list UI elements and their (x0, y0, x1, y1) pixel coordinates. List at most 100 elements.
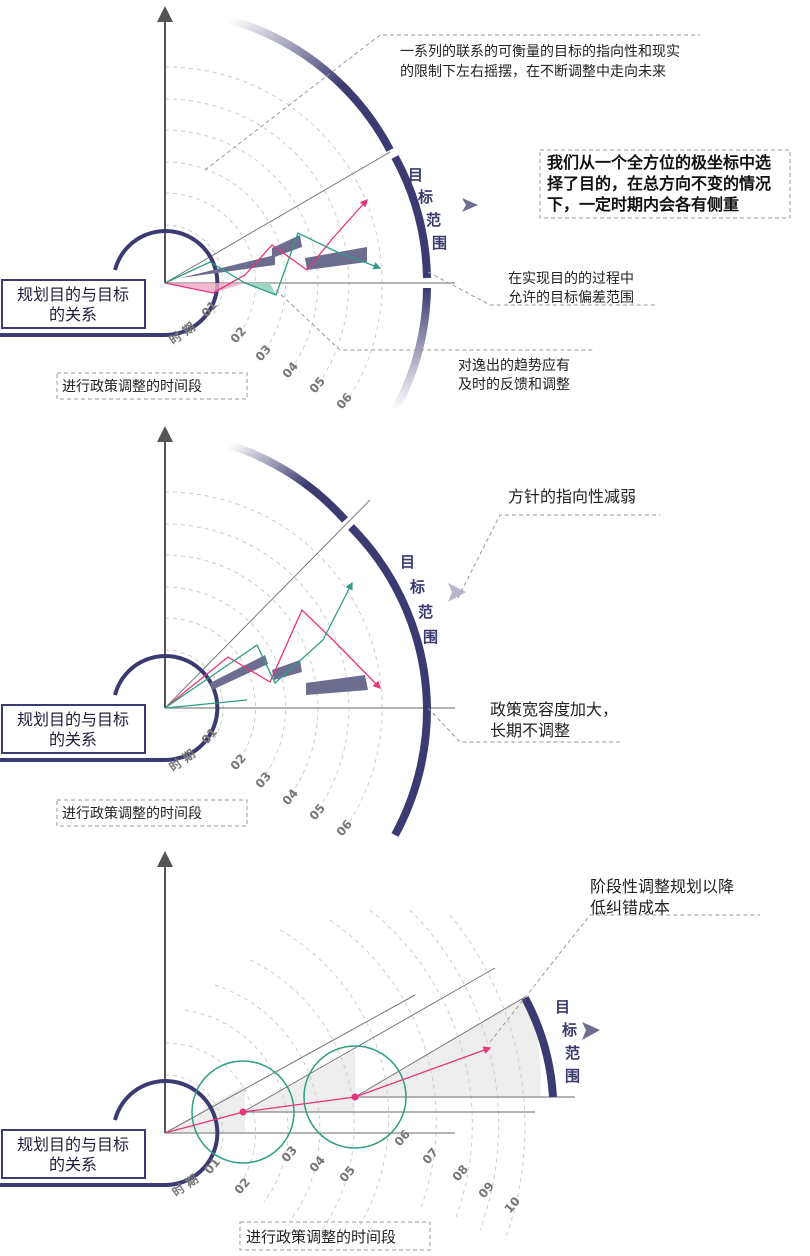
pink-deviation-area (165, 283, 245, 293)
svg-text:范: 范 (426, 211, 441, 229)
adjustment-point (351, 1093, 359, 1101)
svg-text:标: 标 (409, 578, 425, 596)
relation-box (1, 1129, 146, 1179)
svg-text:06: 06 (334, 817, 355, 839)
svg-text:08: 08 (450, 1162, 471, 1184)
origin-semicircle (0, 229, 220, 338)
period-label: 进行政策调整的时间段 (62, 378, 202, 395)
svg-text:01: 01 (202, 1155, 223, 1177)
svg-text:01: 01 (199, 298, 220, 320)
svg-text:02: 02 (228, 751, 249, 773)
target-arc-bottom (391, 287, 431, 412)
target-arc-top (228, 441, 348, 523)
svg-text:03: 03 (253, 342, 274, 364)
upper-bound-line (164, 994, 416, 1134)
period-rings (164, 909, 526, 1241)
note: 低纠错成本 (590, 898, 670, 917)
period-ticks: 01 02 03 04 05 06 (199, 725, 355, 839)
svg-text:标: 标 (561, 1021, 577, 1039)
svg-text:02: 02 (228, 324, 249, 346)
target-arc-top (228, 16, 394, 152)
period-rings (164, 491, 383, 833)
bar-1 (180, 255, 275, 278)
upper-bound-line-2 (242, 967, 496, 1113)
svg-text:目: 目 (555, 998, 570, 1016)
note: 长期不调整 (490, 721, 570, 740)
direction-arrow-icon (448, 583, 466, 602)
relation-label: 的关系 (49, 305, 97, 324)
note: 方针的指向性减弱 (508, 487, 636, 506)
adjustment-circle-1 (191, 1060, 295, 1164)
relation-label: 规划目的与目标 (17, 1135, 129, 1154)
svg-text:06: 06 (334, 390, 355, 412)
direction-arrow-icon (462, 198, 478, 212)
svg-text:标: 标 (417, 188, 433, 206)
upper-bound-line (164, 151, 391, 284)
note: 对逸出的趋势应有 (458, 357, 570, 374)
callout-lines (239, 914, 760, 1251)
target-arc (348, 524, 432, 837)
panel-2: 目 标 范 围 规划目的与目标 的关系 时 期 01 02 03 04 05 0… (0, 426, 660, 839)
svg-text:09: 09 (476, 1179, 497, 1201)
bar-1 (210, 655, 268, 690)
relation-label: 的关系 (49, 1155, 97, 1174)
period-label: 进行政策调整的时间段 (246, 1228, 396, 1246)
svg-text:围: 围 (565, 1067, 580, 1085)
svg-text:范: 范 (565, 1044, 580, 1062)
svg-text:范: 范 (418, 603, 433, 621)
svg-text:05: 05 (307, 801, 328, 823)
green-trend-line (164, 581, 353, 709)
upper-bound-line (164, 499, 371, 709)
period-axis-label: 时 期 (166, 319, 198, 347)
note: 在实现目的的过程中 (508, 271, 634, 287)
svg-text:06: 06 (392, 1127, 413, 1149)
note-bold: 我们从一个全方位的极坐标中选 (547, 153, 771, 172)
target-range-label: 目 标 范 围 (408, 166, 447, 252)
origin-semicircle (0, 1079, 220, 1188)
svg-text:04: 04 (307, 1153, 328, 1175)
period-rings (164, 66, 383, 408)
target-range-label: 目 标 范 围 (400, 553, 438, 646)
adjustment-point (239, 1108, 247, 1116)
adjustment-circle-2 (303, 1045, 407, 1149)
svg-text:05: 05 (307, 374, 328, 396)
svg-text:目: 目 (400, 553, 415, 571)
note: 的限制下左右摇摆，在不断调整中走向未来 (400, 64, 666, 80)
svg-text:04: 04 (280, 786, 301, 808)
relation-label: 规划目的与目标 (17, 710, 129, 729)
panel-1: 目 标 范 围 规划目的与目标 的关系 时 期 01 02 03 04 05 0… (0, 6, 791, 412)
direction-arrow-icon (582, 1022, 600, 1040)
target-range-label: 目 标 范 围 (555, 998, 580, 1085)
svg-text:04: 04 (280, 359, 301, 381)
period-ticks: 01 02 03 04 05 06 07 08 09 10 (202, 1127, 523, 1216)
period-ticks: 01 02 03 04 05 06 (199, 298, 355, 412)
bar-2 (272, 235, 302, 258)
pink-trend-line (164, 1046, 492, 1134)
wedge-1 (165, 1085, 245, 1133)
green-trend-line (164, 232, 382, 296)
bar-3 (306, 675, 368, 695)
period-label: 进行政策调整的时间段 (62, 805, 202, 822)
svg-text:03: 03 (279, 1143, 300, 1165)
target-arc (521, 996, 557, 1098)
note-bold: 下，一定时期内会各有侧重 (547, 195, 739, 214)
note: 允许的目标偏差范围 (508, 289, 634, 306)
svg-text:10: 10 (502, 1194, 523, 1216)
callout-lines (56, 34, 791, 400)
relation-box (1, 279, 146, 329)
bar-3 (305, 247, 367, 270)
callout-lines (56, 514, 660, 827)
note: 一系列的联系的可衡量的目标的指向性和现实 (400, 44, 680, 60)
svg-text:03: 03 (253, 769, 274, 791)
svg-text:围: 围 (432, 234, 447, 252)
svg-text:目: 目 (408, 166, 423, 184)
svg-text:02: 02 (232, 1175, 253, 1197)
relation-label: 规划目的与目标 (17, 285, 129, 304)
note: 政策宽容度加大， (490, 700, 618, 719)
panel-3: 目 标 范 围 规划目的与目标 的关系 时 期 01 02 03 04 05 0… (0, 851, 760, 1251)
note: 及时的反馈和调整 (458, 377, 570, 393)
relation-box (1, 704, 146, 754)
pink-trend-line (164, 608, 381, 709)
